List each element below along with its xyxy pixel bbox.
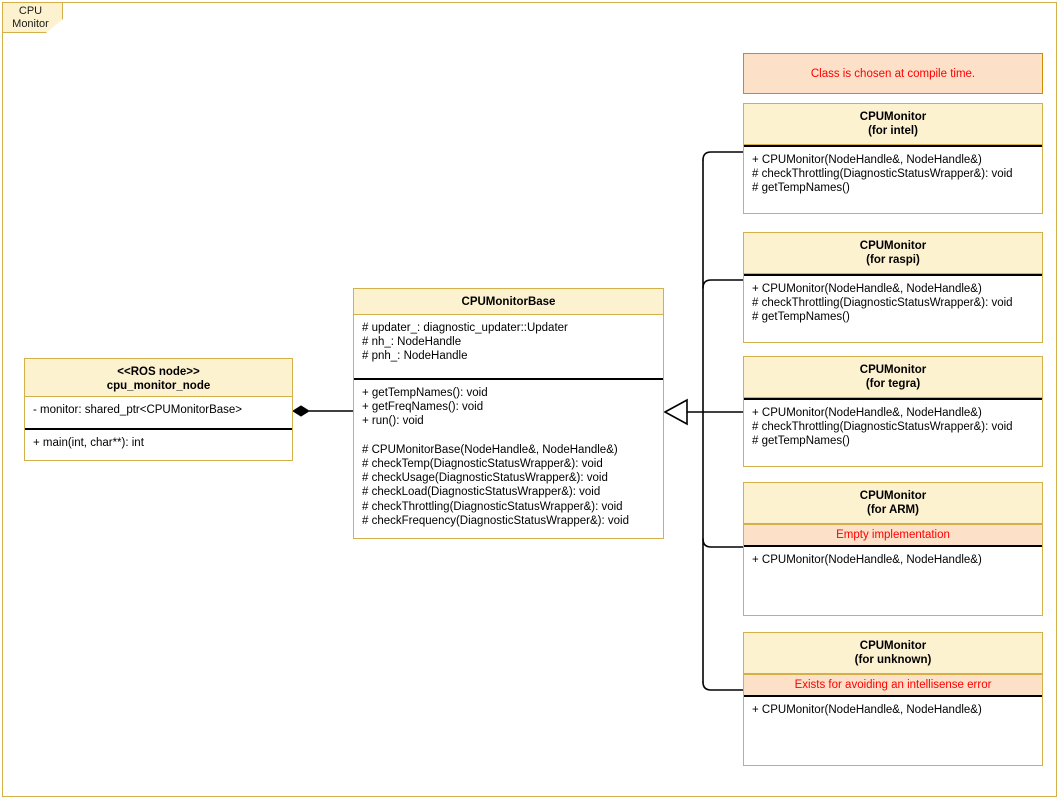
class-methods-cpumonitor-intel: + CPUMonitor(NodeHandle&, NodeHandle&) #… bbox=[744, 145, 1042, 208]
class-stereotype: <<ROS node>> bbox=[117, 366, 200, 378]
class-header-cpumonitor-unknown: CPUMonitor (for unknown) bbox=[744, 633, 1042, 674]
class-methods-cpumonitor-tegra: + CPUMonitor(NodeHandle&, NodeHandle&) #… bbox=[744, 398, 1042, 461]
class-methods-cpumonitorbase: + getTempNames(): void + getFreqNames():… bbox=[354, 378, 663, 538]
frame-title-line1: CPU bbox=[18, 4, 43, 17]
class-box-cpumonitor-tegra[interactable]: CPUMonitor (for tegra) + CPUMonitor(Node… bbox=[743, 356, 1043, 467]
class-note-cpumonitor-arm: Empty implementation bbox=[744, 524, 1042, 547]
class-name: CPUMonitor bbox=[859, 364, 927, 376]
class-note-cpumonitor-unknown: Exists for avoiding an intellisense erro… bbox=[744, 674, 1042, 697]
class-header-cpumonitor-raspi: CPUMonitor (for raspi) bbox=[744, 233, 1042, 274]
class-header-cpumonitor-tegra: CPUMonitor (for tegra) bbox=[744, 357, 1042, 398]
class-methods-cpumonitor-arm: + CPUMonitor(NodeHandle&, NodeHandle&) bbox=[752, 554, 982, 566]
note-compile-time-text: Class is chosen at compile time. bbox=[810, 67, 976, 80]
class-box-cpumonitorbase[interactable]: CPUMonitorBase # updater_: diagnostic_up… bbox=[353, 288, 664, 539]
class-box-cpumonitor-unknown[interactable]: CPUMonitor (for unknown) Exists for avoi… bbox=[743, 632, 1043, 766]
class-methods-cpu-monitor-node: + main(int, char**): int bbox=[25, 428, 292, 460]
class-variant: (for intel) bbox=[868, 125, 918, 137]
composition-link bbox=[292, 405, 353, 417]
class-header-cpu-monitor-node: <<ROS node>> cpu_monitor_node bbox=[25, 359, 292, 397]
class-header-cpumonitorbase: CPUMonitorBase bbox=[354, 289, 663, 315]
class-methods-cpumonitor-unknown: + CPUMonitor(NodeHandle&, NodeHandle&) bbox=[752, 704, 982, 716]
class-methods-cpumonitor-raspi: + CPUMonitor(NodeHandle&, NodeHandle&) #… bbox=[744, 274, 1042, 337]
note-compile-time: Class is chosen at compile time. bbox=[743, 53, 1043, 94]
class-name: CPUMonitor bbox=[859, 111, 927, 123]
class-header-cpumonitor-arm: CPUMonitor (for ARM) bbox=[744, 483, 1042, 524]
class-name: cpu_monitor_node bbox=[106, 380, 211, 392]
class-box-cpumonitor-intel[interactable]: CPUMonitor (for intel) + CPUMonitor(Node… bbox=[743, 103, 1043, 214]
class-variant: (for raspi) bbox=[866, 254, 920, 266]
class-box-cpumonitor-raspi[interactable]: CPUMonitor (for raspi) + CPUMonitor(Node… bbox=[743, 232, 1043, 343]
class-variant: (for ARM) bbox=[867, 504, 919, 516]
class-name: CPUMonitor bbox=[859, 490, 927, 502]
class-header-cpumonitor-intel: CPUMonitor (for intel) bbox=[744, 104, 1042, 145]
class-variant: (for tegra) bbox=[865, 378, 921, 390]
frame-title-line2: Monitor bbox=[12, 17, 49, 30]
frame-title-tab: CPU Monitor bbox=[2, 2, 63, 33]
class-name: CPUMonitor bbox=[859, 240, 927, 252]
class-attributes-cpumonitorbase: # updater_: diagnostic_updater::Updater … bbox=[362, 322, 568, 363]
class-box-cpumonitor-arm[interactable]: CPUMonitor (for ARM) Empty implementatio… bbox=[743, 482, 1043, 616]
generalization-link bbox=[663, 151, 744, 691]
class-name: CPUMonitor bbox=[859, 640, 927, 652]
class-box-cpu-monitor-node[interactable]: <<ROS node>> cpu_monitor_node - monitor:… bbox=[24, 358, 293, 461]
class-attributes-cpu-monitor-node: - monitor: shared_ptr<CPUMonitorBase> bbox=[33, 404, 243, 416]
class-variant: (for unknown) bbox=[854, 654, 932, 666]
